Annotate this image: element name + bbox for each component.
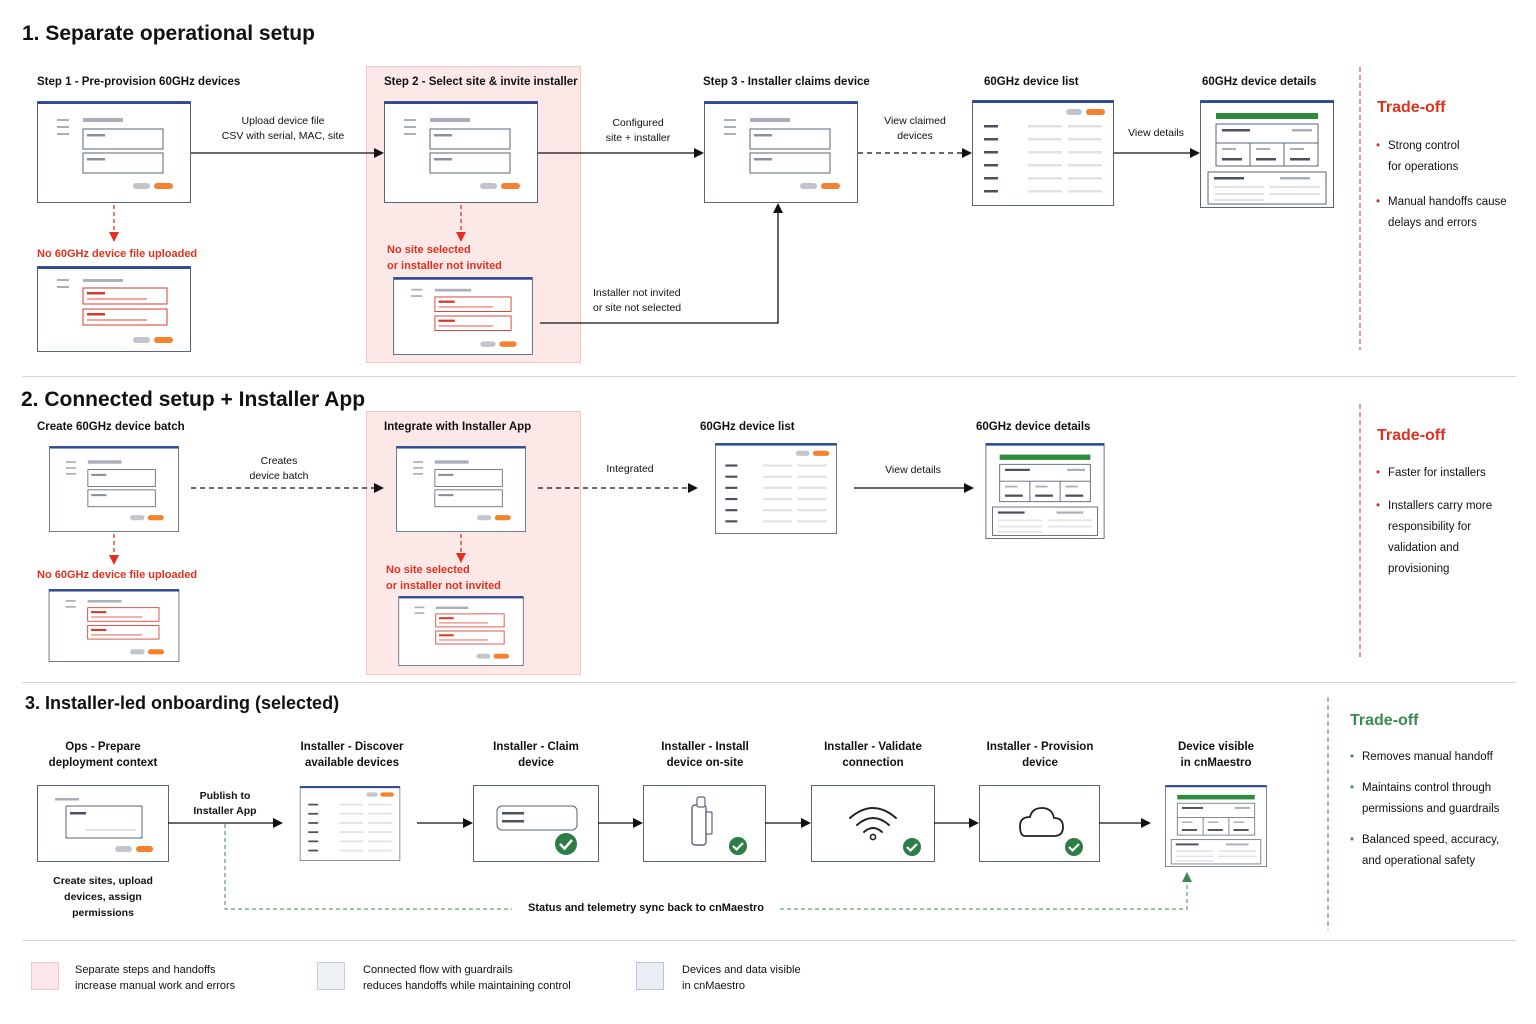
s2-step2-label: Integrate with Installer App [384, 421, 532, 433]
check-icon [1065, 838, 1083, 856]
s1-tradeoff-title: Trade-off [1377, 99, 1446, 116]
legend-swatch-guardrails [317, 962, 345, 990]
s2-error-1: No 60GHz device file uploaded [37, 569, 198, 581]
divider [22, 376, 1516, 377]
s1-details-label: 60GHz device details [1202, 76, 1317, 88]
details-screen-s2 [985, 443, 1105, 539]
list-screen-s1 [972, 100, 1114, 206]
s2-edge-view-details: View details [885, 464, 941, 476]
s3-discover-screen [299, 786, 401, 861]
legend-swatch-handoff [31, 962, 59, 990]
check-icon [729, 837, 747, 855]
handheld-device-icon [691, 796, 713, 846]
section-3-title: 3. Installer-led onboarding (selected) [25, 693, 340, 713]
s1-step2-label: Step 2 - Select site & invite installer [384, 76, 578, 88]
cloud-icon [1019, 807, 1064, 837]
s2-step1-label: Create 60GHz device batch [37, 421, 185, 433]
s2-tradeoff-title: Trade-off [1377, 427, 1446, 444]
divider [22, 940, 1516, 941]
form-screen-s1-step3 [704, 101, 858, 203]
s2-edge-integrated: Integrated [606, 463, 654, 475]
error-screen-s2-2 [398, 596, 524, 666]
s2-list-label: 60GHz device list [700, 421, 795, 433]
s3-tradeoff-title: Trade-off [1350, 712, 1419, 729]
s1-list-label: 60GHz device list [984, 76, 1079, 88]
s3-claim-screen [473, 785, 599, 862]
error-screen-s2-1 [48, 589, 180, 662]
s1-edge-view-details: View details [1128, 127, 1184, 139]
s1-step1-label: Step 1 - Pre-provision 60GHz devices [37, 76, 241, 88]
s3-sync-label: Status and telemetry sync back to cnMaes… [528, 902, 764, 914]
divider [22, 682, 1516, 683]
list-screen-s2 [714, 443, 838, 534]
check-icon [903, 838, 921, 856]
tradeoff-item: Balanced speed, accuracy,and operational… [1350, 830, 1525, 872]
wifi-icon [849, 807, 897, 833]
s1-step3-label: Step 3 - Installer claims device [703, 76, 870, 88]
details-screen-s1 [1200, 100, 1334, 208]
form-screen-s2-step2 [396, 446, 526, 532]
s2-details-label: 60GHz device details [976, 421, 1091, 433]
section-1-title: 1. Separate operational setup [22, 22, 315, 45]
s3-validate-screen [811, 785, 935, 862]
s1-error-1: No 60GHz device file uploaded [37, 248, 198, 260]
s3-tradeoff-list: Removes manual handoff Maintains control… [1350, 747, 1525, 872]
s2-tradeoff-list: Faster for installers Installers carry m… [1376, 463, 1526, 580]
form-screen-s1-step2 [384, 101, 538, 203]
tradeoff-item: Faster for installers [1376, 463, 1526, 484]
tradeoff-item: Removes manual handoff [1350, 747, 1525, 768]
error-screen-s1-1 [37, 266, 191, 352]
s3-visible-screen [1165, 785, 1267, 867]
s3-install-screen [643, 785, 766, 862]
s3-provision-screen [979, 785, 1100, 862]
error-screen-s1-2 [393, 277, 533, 355]
s3-ops-screen [37, 785, 169, 862]
legend-swatch-visible [636, 962, 664, 990]
form-screen-s1-step1 [37, 101, 191, 203]
check-icon [555, 833, 577, 855]
section-2-title: 2. Connected setup + Installer App [21, 388, 366, 411]
form-screen-s2-step1 [49, 446, 179, 532]
